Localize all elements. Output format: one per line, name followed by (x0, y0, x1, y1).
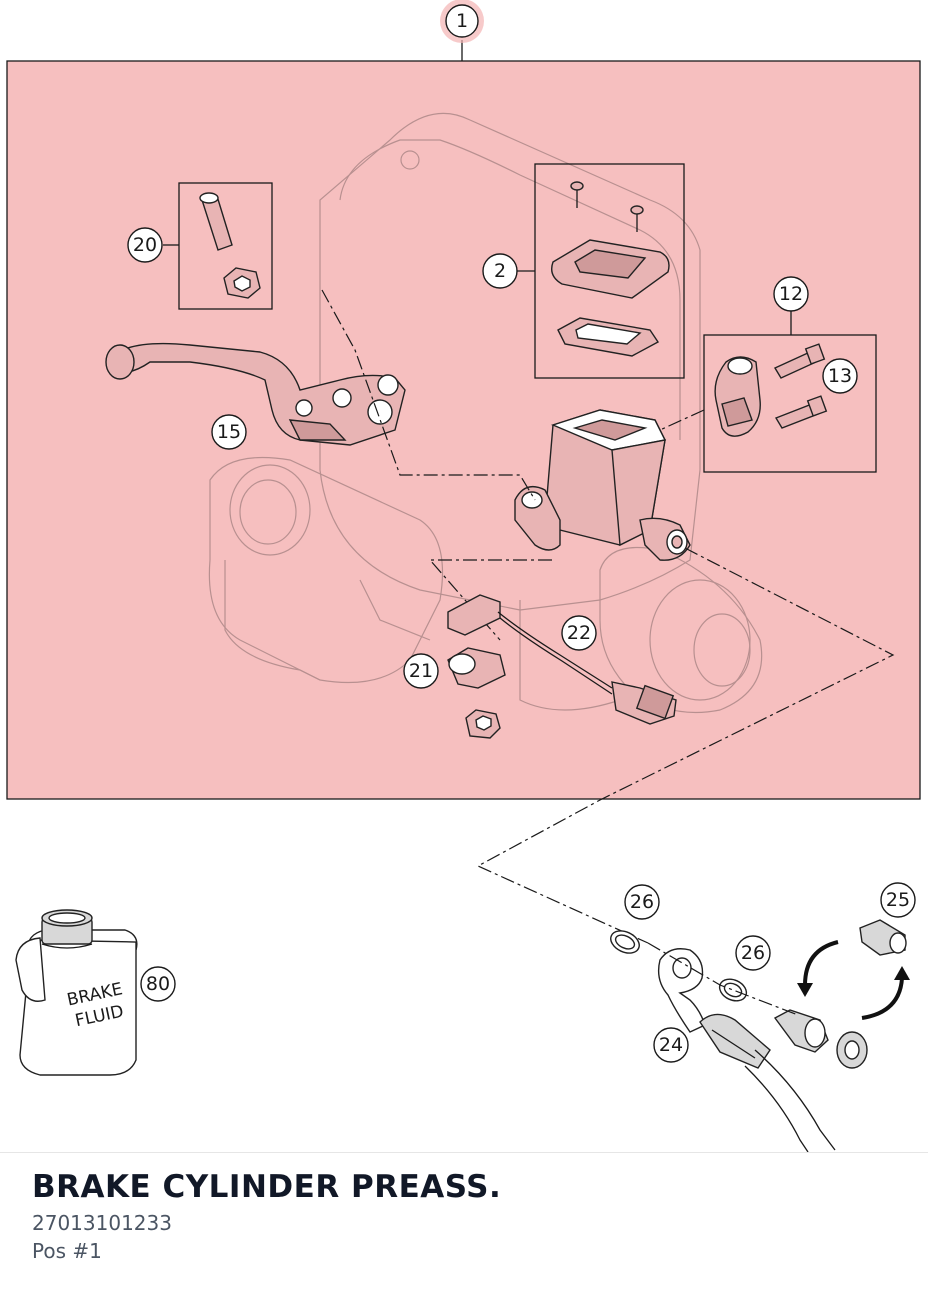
part-title: BRAKE CYLINDER PREASS. (32, 1169, 502, 1205)
callout-20[interactable]: 20 (127, 227, 163, 263)
callout-21[interactable]: 21 (403, 653, 439, 689)
svg-text:12: 12 (779, 283, 803, 305)
callout-25[interactable]: 25 (880, 882, 916, 918)
svg-text:24: 24 (659, 1034, 683, 1056)
part-2-group (517, 163, 685, 379)
callout-26-a[interactable]: 26 (624, 884, 660, 920)
brake-hose-assembly (610, 919, 907, 1152)
brake-lever-part-15 (105, 342, 406, 446)
rotation-arrows (797, 940, 910, 1020)
callout-13[interactable]: 13 (822, 358, 858, 394)
callout-12[interactable]: 12 (773, 276, 809, 312)
callout-80[interactable]: 80 (140, 966, 176, 1002)
svg-text:13: 13 (828, 365, 852, 387)
svg-text:25: 25 (886, 889, 910, 911)
svg-text:21: 21 (409, 660, 433, 682)
svg-text:22: 22 (567, 622, 591, 644)
part-info-panel: BRAKE CYLINDER PREASS. 27013101233 Pos #… (0, 1152, 928, 1291)
part-12-group (703, 311, 877, 473)
bracket-part-21 (447, 647, 506, 739)
svg-text:26: 26 (630, 891, 654, 913)
master-cylinder-body (514, 409, 691, 561)
svg-text:80: 80 (146, 973, 170, 995)
callout-1[interactable]: 1 (440, 0, 484, 43)
callout-26-b[interactable]: 26 (735, 935, 771, 971)
callout-15[interactable]: 15 (211, 414, 247, 450)
part-20-group (163, 182, 273, 310)
switch-part-22 (447, 594, 677, 725)
part-position: Pos #1 (32, 1239, 102, 1263)
svg-text:1: 1 (456, 10, 468, 32)
svg-text:15: 15 (217, 421, 241, 443)
parts-diagram: 1 20 2 (6, 0, 921, 1152)
assembly-highlight-area[interactable] (6, 60, 921, 800)
callout-22[interactable]: 22 (561, 615, 597, 651)
brake-fluid-bottle: BRAKE FLUID (15, 909, 138, 1076)
part-number: 27013101233 (32, 1211, 172, 1235)
svg-text:20: 20 (133, 234, 157, 256)
callout-24[interactable]: 24 (653, 1027, 689, 1063)
callout-2[interactable]: 2 (482, 253, 518, 289)
svg-text:2: 2 (494, 260, 506, 282)
svg-text:26: 26 (741, 942, 765, 964)
